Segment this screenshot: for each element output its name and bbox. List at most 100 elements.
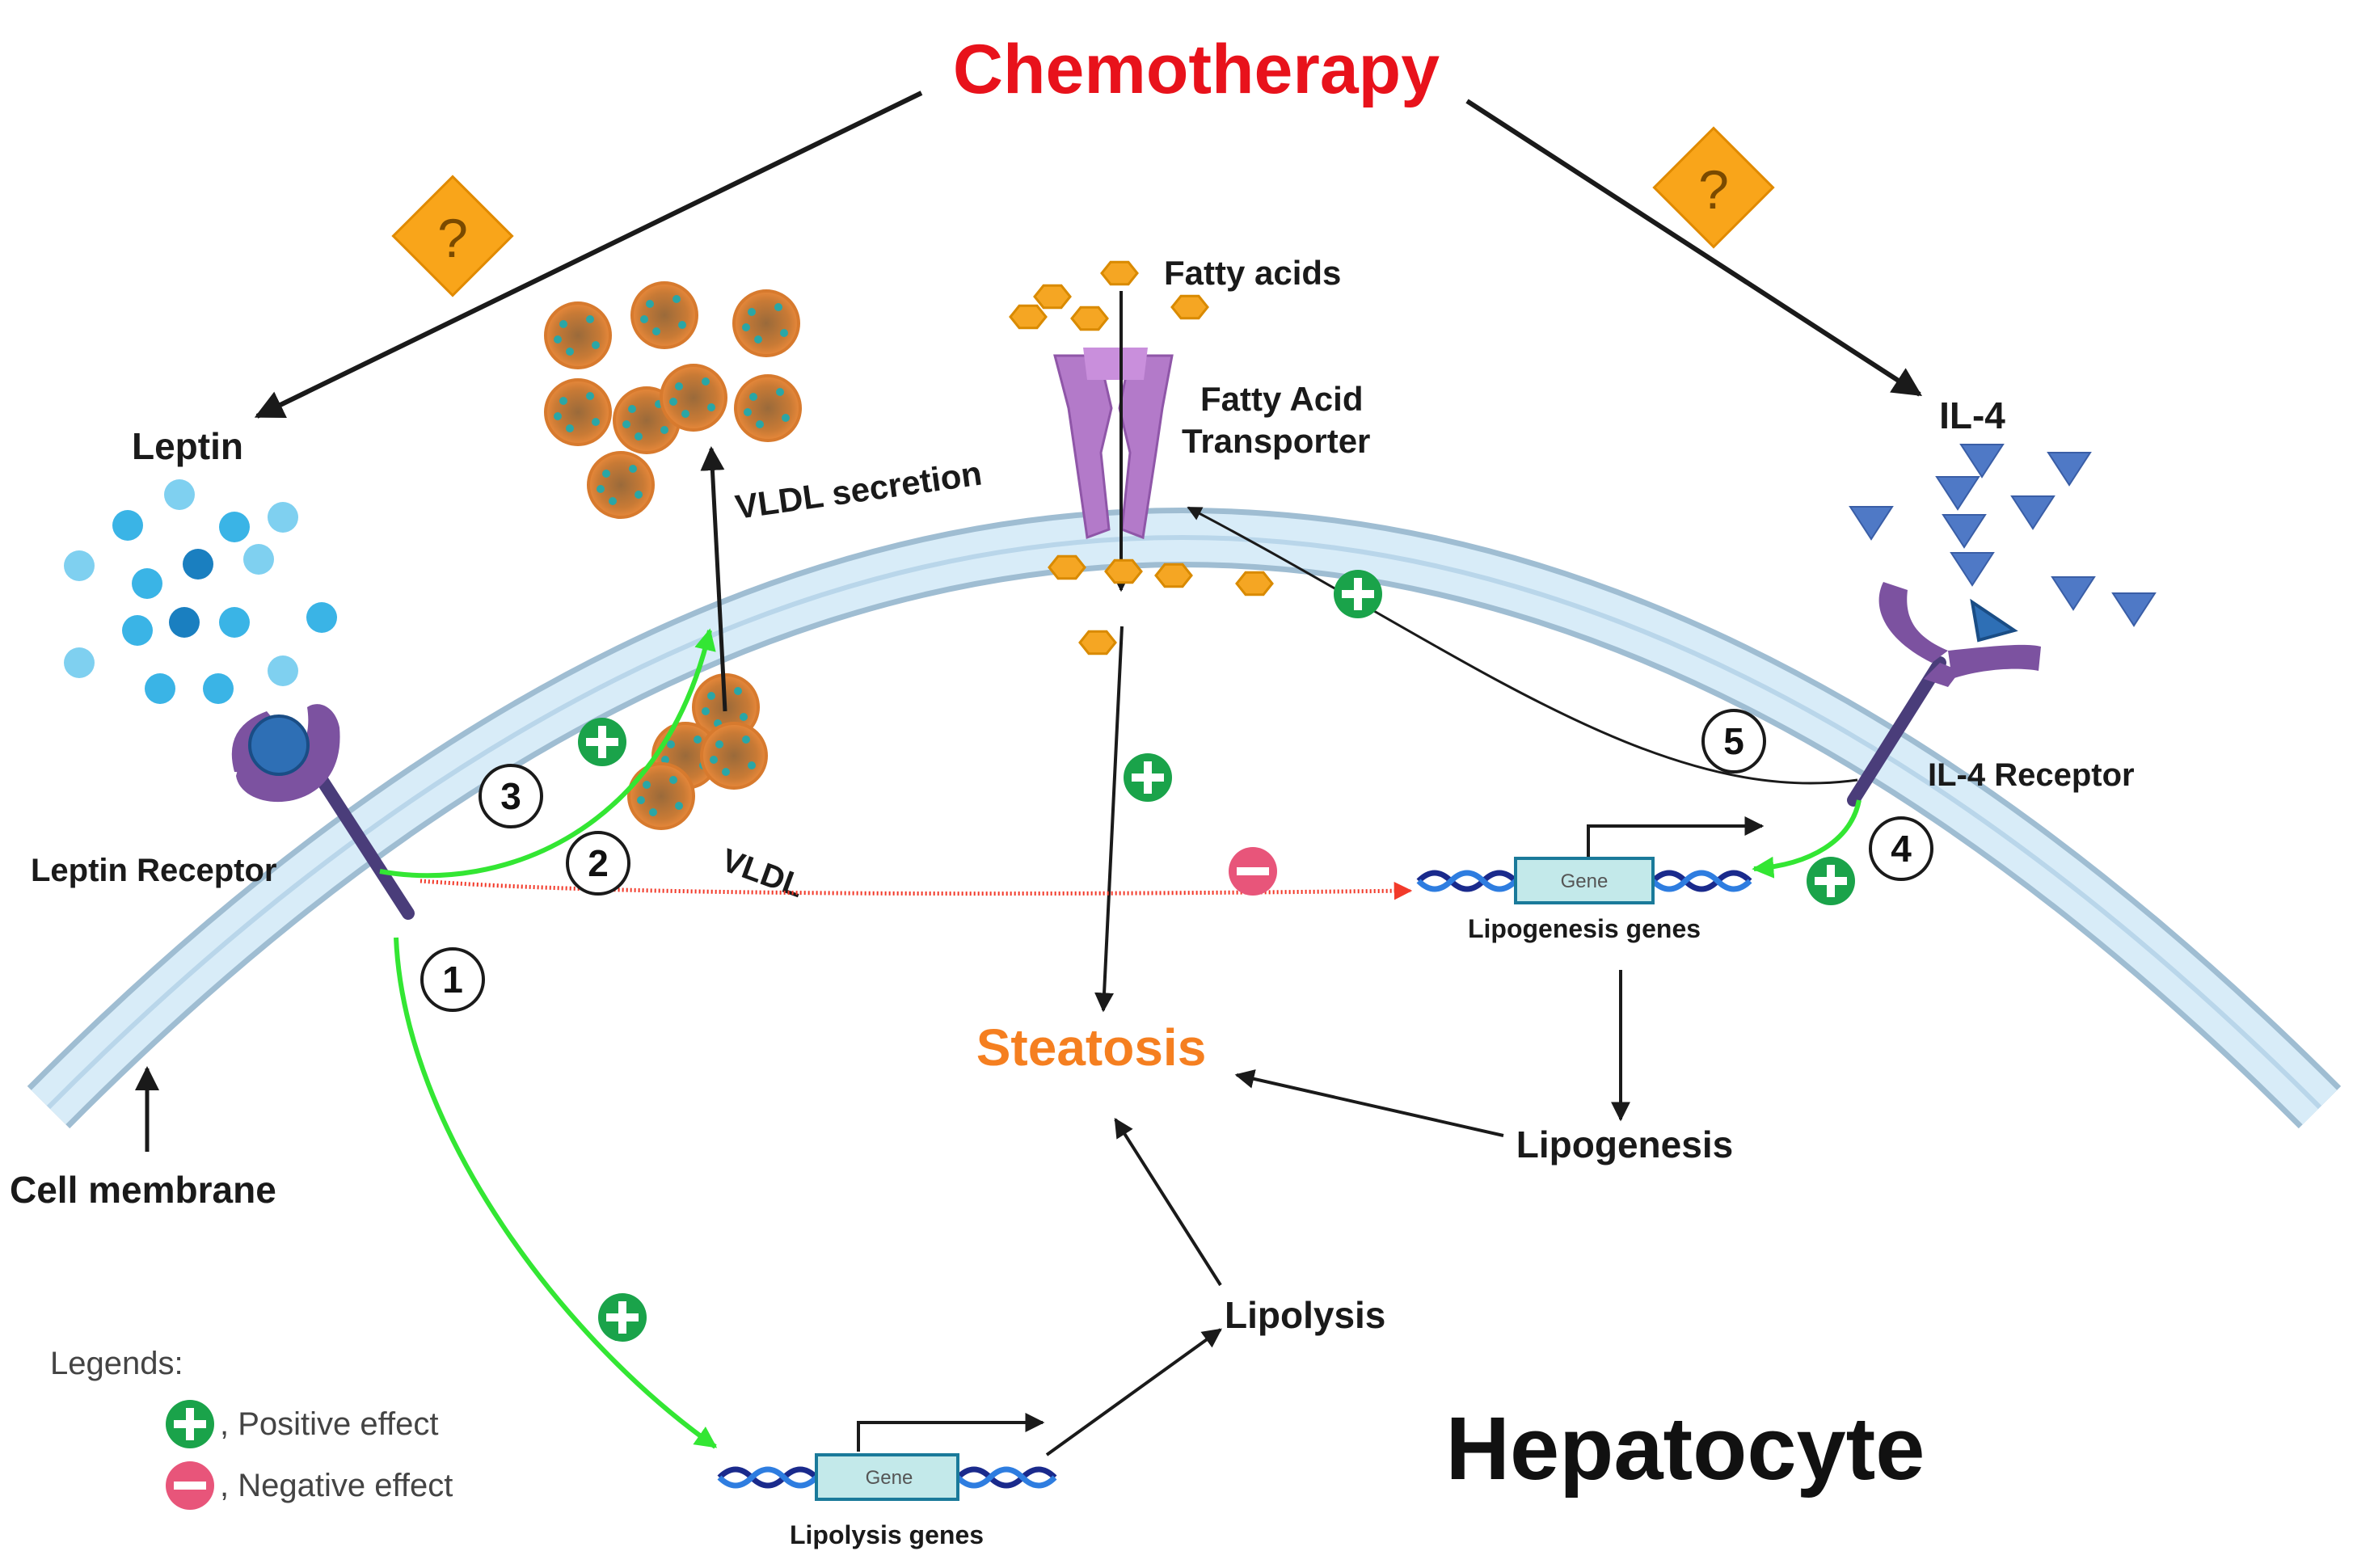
il4-molecule (1849, 506, 1894, 541)
positive-effect-icon (1124, 753, 1172, 802)
pathway-number-4: 4 (1869, 816, 1933, 881)
vldl-particle (630, 281, 698, 349)
pathway-2-inhibition-arrow (420, 879, 1413, 900)
legend-title: Legends: (50, 1346, 183, 1381)
pathway-number-label: 2 (588, 842, 609, 884)
cell-name-label: Hepatocyte (1446, 1399, 1925, 1498)
il4-molecule (2047, 452, 2092, 487)
lipolysis-label: Lipolysis (1225, 1294, 1385, 1336)
question-symbol-left: ? (437, 208, 468, 269)
fatty-acid-molecule (1070, 306, 1109, 331)
fatty-acid-molecule (1048, 554, 1086, 580)
fatty-acid-molecule (1078, 630, 1117, 655)
leptin-molecule (268, 502, 298, 533)
leptin-molecule (112, 510, 143, 541)
vldl-particle (734, 374, 802, 442)
diagram-title: Chemotherapy (953, 31, 1440, 108)
leptin-label: Leptin (132, 425, 243, 467)
steatosis-label: Steatosis (976, 1018, 1207, 1077)
vldl-particle (587, 451, 655, 519)
lipogenesis-gene-dna (1416, 816, 1765, 904)
transporter-label-line2: Transporter (1182, 422, 1370, 460)
legend-positive-label: , Positive effect (220, 1406, 439, 1442)
il4-molecule (2111, 592, 2157, 627)
fatty-acid-molecule (1033, 284, 1072, 310)
positive-effect-icon (598, 1293, 647, 1342)
fatty-acid-transporter (1053, 348, 1174, 540)
leptin-molecule (132, 568, 162, 599)
question-marker-right (1652, 126, 1775, 249)
leptin-molecule (219, 607, 250, 638)
il4-receptor (1847, 582, 2041, 807)
vldl-particle (660, 364, 727, 432)
cell-membrane (27, 508, 2342, 1129)
leptin-molecule (164, 479, 195, 510)
lipolysis-gene-dna (717, 1413, 1057, 1501)
fatty-acids-outside (1009, 260, 1209, 331)
leptin-molecule (169, 607, 200, 638)
lipolysis-to-steatosis-arrow (1114, 1117, 1222, 1287)
leptin-molecule (306, 602, 337, 633)
vldl-secretion-arrow (700, 446, 727, 712)
lipogenesis-label: Lipogenesis (1516, 1123, 1733, 1165)
fatty-acid-molecule (1100, 260, 1139, 286)
il4-receptor-label: IL-4 Receptor (1928, 757, 2135, 793)
il4-molecule (2010, 495, 2056, 530)
question-marker-left (391, 175, 514, 297)
il4-molecule (1959, 444, 2005, 478)
positive-effect-icon (1807, 857, 1855, 905)
question-symbol-right: ? (1698, 159, 1729, 221)
pathway-number-label: 4 (1891, 828, 1912, 870)
chemo-to-il4-arrow (1465, 99, 1923, 397)
vldl-particle (700, 722, 768, 790)
vldl-particle (732, 289, 800, 357)
leptin-receptor (231, 704, 415, 920)
lipogenesis-gene-box-label: Gene (1561, 870, 1609, 892)
leptin-molecule (64, 647, 95, 678)
lipolysis-genes-to-lipolysis-arrow (1045, 1328, 1222, 1456)
fatty-acid-molecule (1009, 304, 1048, 330)
pathway-number-label: 3 (500, 775, 521, 817)
fatty-acid-molecule (1154, 563, 1193, 588)
leptin-molecules (64, 479, 337, 704)
negative-effect-icon (1229, 847, 1277, 896)
effect-signs (578, 570, 1855, 1342)
pathway-number-label: 5 (1723, 720, 1744, 762)
chemo-to-leptin-arrow (254, 91, 923, 419)
pathway-number-5: 5 (1701, 709, 1766, 773)
vldl-particle (544, 301, 612, 369)
positive-effect-icon (578, 718, 626, 766)
pathway-number-1: 1 (420, 947, 485, 1012)
transporter-label-line1: Fatty Acid (1200, 380, 1363, 418)
lipolysis-genes-label: Lipolysis genes (790, 1520, 984, 1549)
leptin-molecule (183, 549, 213, 580)
pathway-numbers: 1 2 3 4 5 (420, 709, 1933, 1012)
pathway-4-lipogenesis-arrow (1752, 799, 1862, 879)
vldl-label: VLDL (717, 842, 808, 904)
fatty-acids-to-steatosis-arrow (1094, 626, 1124, 1013)
vldl-secretion-label: VLDL secretion (733, 454, 985, 526)
fatty-acids-inside (1048, 554, 1274, 655)
vldl-particle (627, 762, 695, 830)
vldl-particle (544, 378, 612, 446)
leptin-molecule (122, 615, 153, 646)
leptin-molecule (64, 550, 95, 581)
vldl-particles (544, 281, 802, 830)
lipolysis-gene-box-label: Gene (866, 1467, 913, 1489)
il4-molecule (1950, 552, 1995, 587)
lipogenesis-genes-label: Lipogenesis genes (1468, 914, 1701, 943)
pathway-number-3: 3 (479, 764, 543, 828)
fatty-acid-molecule (1170, 294, 1209, 320)
cell-membrane-label: Cell membrane (10, 1169, 276, 1211)
leptin-molecule (268, 655, 298, 686)
il4-molecule (1942, 514, 1987, 549)
legend: Legends: , Positive effect , Negative ef… (50, 1346, 453, 1510)
il4-label: IL-4 (1939, 394, 2005, 436)
leptin-receptor-label: Leptin Receptor (31, 853, 276, 888)
leptin-molecule (243, 544, 274, 575)
leptin-molecule (145, 673, 175, 704)
fatty-acids-label: Fatty acids (1164, 254, 1341, 292)
pathway-3-vldl-arrow (379, 628, 716, 879)
pathway-number-label: 1 (442, 959, 463, 1001)
